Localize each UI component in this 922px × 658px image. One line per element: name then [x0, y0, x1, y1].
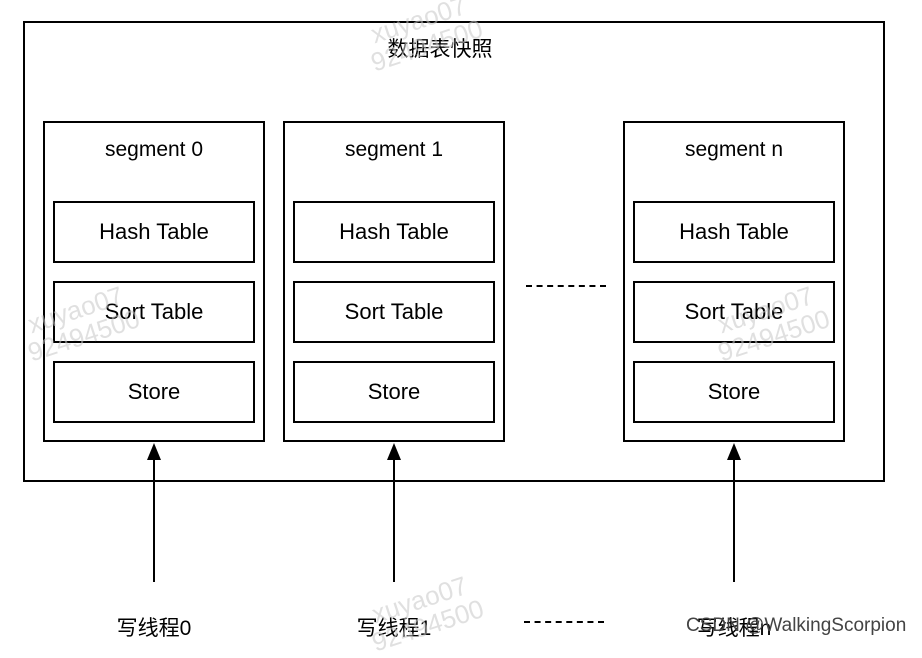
snapshot-title: 数据表快照: [387, 38, 493, 61]
sort-table-1: Sort Table: [293, 281, 495, 343]
sort-table-0: Sort Table: [53, 281, 255, 343]
arrow-head-0: [147, 443, 161, 460]
segment-label-1: segment 1: [344, 138, 444, 161]
thread-label-0: 写线程0: [116, 617, 192, 640]
segments-ellipsis-dash: [526, 285, 606, 287]
sort-table-n: Sort Table: [633, 281, 835, 343]
csdn-credit: CSDN @WalkingScorpion: [686, 615, 907, 636]
segment-label-0: segment 0: [104, 138, 204, 161]
arrow-head-1: [387, 443, 401, 460]
store-n: Store: [633, 361, 835, 423]
threads-ellipsis-dash: [524, 621, 604, 623]
hash-table-1: Hash Table: [293, 201, 495, 263]
hash-table-0: Hash Table: [53, 201, 255, 263]
hash-table-n: Hash Table: [633, 201, 835, 263]
thread-label-1: 写线程1: [356, 617, 432, 640]
arrow-head-n: [727, 443, 741, 460]
segment-label-n: segment n: [684, 138, 784, 161]
thread-label-n: 写线程n: [696, 617, 772, 640]
store-0: Store: [53, 361, 255, 423]
store-1: Store: [293, 361, 495, 423]
